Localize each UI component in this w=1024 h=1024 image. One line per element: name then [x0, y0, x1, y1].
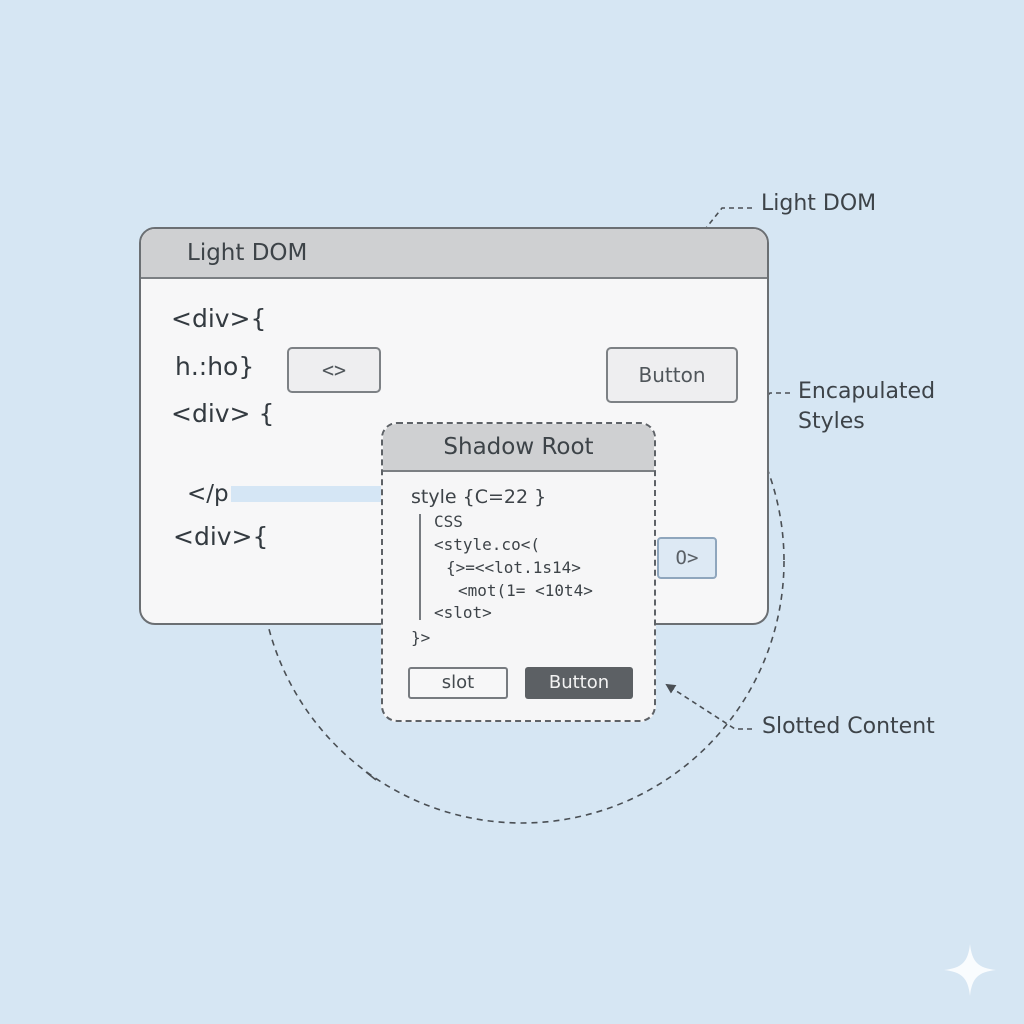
css-line-3: {>=<<lot.1s14> — [446, 558, 581, 577]
light-code-line-1: <div>{ — [171, 304, 267, 333]
light-dom-title: Light DOM — [141, 229, 767, 279]
code-icon: <> — [321, 358, 347, 382]
annotation-slotted-content: Slotted Content — [762, 714, 935, 739]
code-indent-bar — [419, 514, 421, 620]
shadow-root-title: Shadow Root — [383, 424, 654, 472]
code-highlight-bar — [231, 486, 387, 502]
shadow-style-line: style {C=22 } — [411, 486, 547, 508]
annotation-encapsulated-line1: Encapulated — [798, 379, 936, 404]
css-line-1: CSS — [434, 512, 463, 531]
css-line-4: <mot(1= <10t4> — [458, 581, 593, 600]
slot-element[interactable]: slot — [408, 667, 508, 699]
annotation-encapsulated-line2: Styles — [798, 409, 865, 434]
css-line-2: <style.co<( — [434, 535, 540, 554]
annotation-light-dom: Light DOM — [761, 191, 877, 216]
css-line-5: <slot> — [434, 603, 492, 622]
light-code-line-3: <div> { — [171, 399, 275, 428]
sparkle-icon — [944, 944, 996, 996]
light-dom-window: Light DOM <div>{ h.:ho} <div> { </p <div… — [139, 227, 769, 625]
shadow-button[interactable]: Button — [525, 667, 633, 699]
shadow-root-panel: Shadow Root style {C=22 } CSS <style.co<… — [381, 422, 656, 722]
circle-tick — [365, 771, 377, 781]
light-code-line-5: <div>{ — [173, 522, 269, 551]
light-code-line-2: h.:ho} — [175, 352, 255, 381]
code-icon-button[interactable]: <> — [287, 347, 381, 393]
light-button[interactable]: Button — [606, 347, 738, 403]
closing-brace: }> — [411, 628, 431, 647]
slot-button[interactable]: O> — [657, 537, 717, 579]
light-code-line-4: </p — [187, 481, 229, 507]
